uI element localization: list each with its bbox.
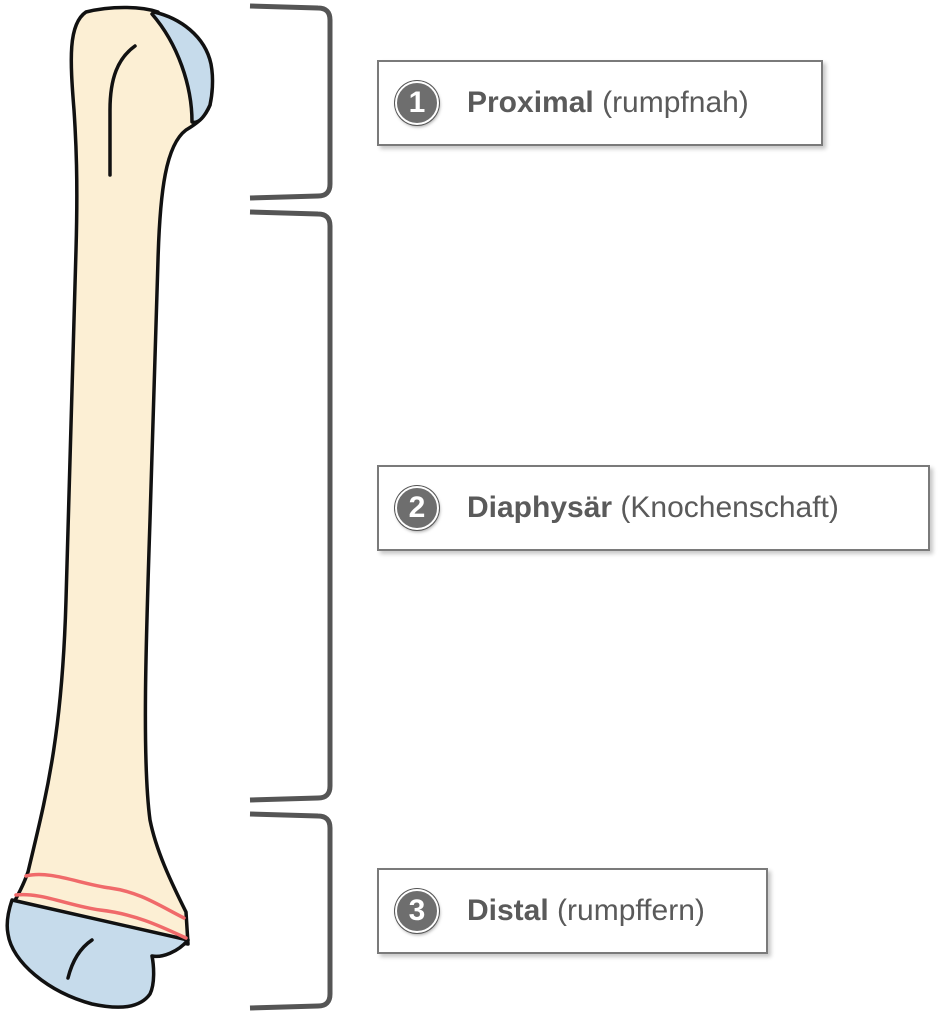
label-diaphyseal: 2 Diaphysär (Knochenschaft) bbox=[377, 465, 930, 551]
proximal-contour-line bbox=[108, 44, 137, 177]
label-distal-title: Distal bbox=[467, 894, 549, 927]
proximal-cartilage bbox=[150, 10, 215, 125]
label-proximal-subtitle: (rumpfnah) bbox=[602, 86, 749, 119]
label-diaphyseal-title: Diaphysär bbox=[467, 491, 613, 524]
label-diaphyseal-subtitle: (Knochenschaft) bbox=[620, 491, 839, 524]
label-distal-text: Distal (rumpffern) bbox=[467, 894, 705, 928]
distal-cartilage bbox=[5, 898, 190, 1009]
badge-3: 3 bbox=[395, 889, 439, 933]
label-proximal: 1 Proximal (rumpfnah) bbox=[377, 60, 823, 146]
label-proximal-title: Proximal bbox=[467, 86, 594, 119]
badge-2: 2 bbox=[395, 486, 439, 530]
growth-plate-line-lower bbox=[14, 892, 188, 940]
growth-plate-line-upper bbox=[24, 872, 186, 920]
bone-body bbox=[10, 5, 212, 946]
bracket-proximal bbox=[249, 3, 333, 201]
label-distal-subtitle: (rumpffern) bbox=[557, 894, 705, 927]
label-proximal-text: Proximal (rumpfnah) bbox=[467, 86, 749, 120]
bracket-distal bbox=[249, 811, 333, 1011]
bracket-diaphyseal bbox=[249, 209, 333, 803]
condyle-divider bbox=[66, 938, 94, 980]
label-distal: 3 Distal (rumpffern) bbox=[377, 868, 768, 954]
label-diaphyseal-text: Diaphysär (Knochenschaft) bbox=[467, 491, 839, 525]
badge-1: 1 bbox=[395, 81, 439, 125]
